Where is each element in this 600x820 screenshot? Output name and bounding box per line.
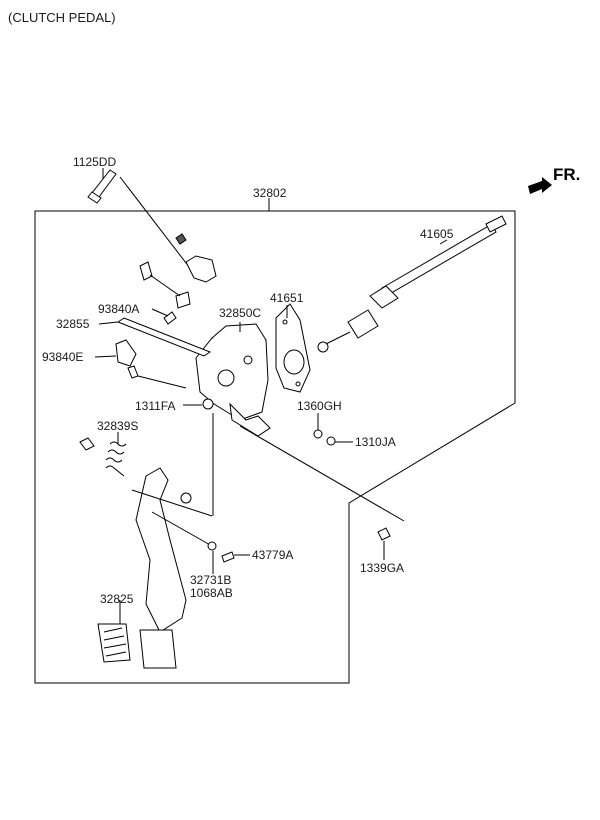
callout-1125DD: 1125DD [73, 155, 116, 169]
pushrod-41605 [317, 215, 507, 353]
nut-1339GA [377, 527, 391, 560]
switch-93840E [94, 339, 187, 389]
pivot-shaft-32855 [98, 317, 212, 357]
switch-93840A [139, 261, 191, 325]
callout-41651: 41651 [270, 291, 304, 305]
spring-32839S [79, 432, 127, 477]
nut-1360GH [313, 413, 323, 439]
nut-1311FA [183, 398, 214, 516]
callout-1068AB: 1068AB [190, 586, 233, 600]
callout-32839S: 32839S [97, 419, 138, 433]
callout-41605: 41605 [420, 227, 454, 241]
callout-1310JA: 1310JA [355, 435, 396, 449]
gasket-41651 [275, 303, 311, 393]
pedal-arm-32825 [97, 467, 213, 669]
front-direction-indicator: FR. [528, 165, 580, 194]
callout-1311FA: 1311FA [135, 399, 175, 413]
callout-43779A: 43779A [252, 548, 293, 562]
callout-1339GA: 1339GA [360, 561, 404, 575]
pedal-bracket-32850C [195, 322, 271, 437]
callout-93840E: 93840E [42, 350, 83, 364]
callout-32731B: 32731B [190, 573, 231, 587]
leader-1339GA [239, 425, 405, 522]
nut-small [175, 233, 187, 245]
callout-32802: 32802 [253, 186, 287, 200]
callout-1360GH: 1360GH [297, 399, 342, 413]
callout-32855: 32855 [56, 317, 90, 331]
bolt-1125DD [87, 168, 197, 277]
assembly-outline [34, 210, 516, 684]
washer-1310JA [326, 436, 353, 446]
front-label: FR. [553, 165, 580, 184]
clip-pin [151, 511, 250, 574]
diagram-title: (CLUTCH PEDAL) [8, 10, 116, 25]
mount-bracket [185, 255, 217, 283]
callout-32825: 32825 [100, 592, 134, 606]
callout-93840A: 93840A [98, 302, 139, 316]
callout-32850C: 32850C [219, 306, 261, 320]
arrow-icon [528, 177, 552, 194]
